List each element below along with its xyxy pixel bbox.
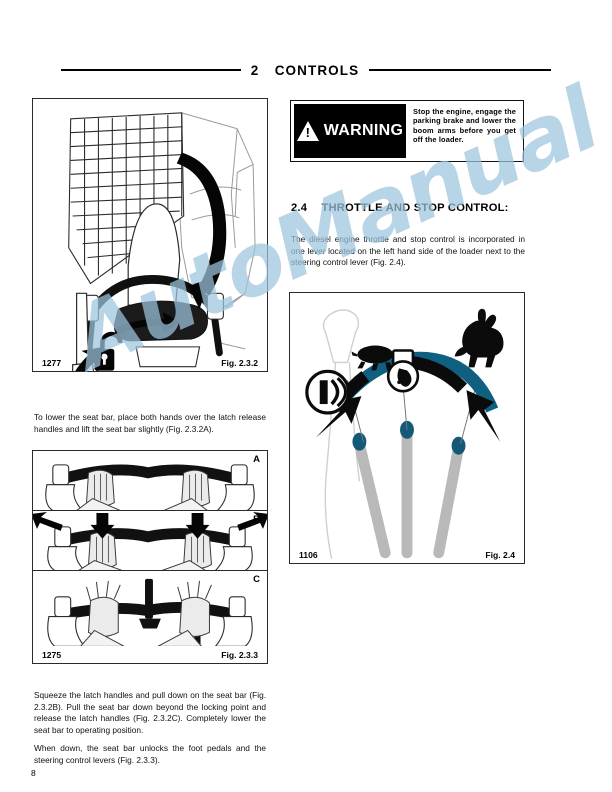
chapter-number: 2 xyxy=(250,62,259,78)
header-rule-left xyxy=(60,69,241,71)
page-number: 8 xyxy=(31,768,36,778)
panel-letter-c: C xyxy=(253,574,260,585)
figure-2-3-3-caption: 1275 Fig. 2.3.3 xyxy=(33,646,267,660)
figure-2-4-caption: 1106 Fig. 2.4 xyxy=(290,546,524,560)
panel-letter-b: B xyxy=(253,514,260,525)
section-2-4-heading: 2.4 THROTTLE AND STOP CONTROL: xyxy=(291,202,527,214)
panel-b-illustration xyxy=(33,511,267,570)
figure-2-3-3-panel-b: B xyxy=(33,511,267,571)
figure-2-3-3-number: 1275 xyxy=(42,650,62,660)
warning-banner: WARNING xyxy=(294,104,406,158)
figure-2-4-number: 1106 xyxy=(299,550,318,560)
paragraph-lower-seat-bar: To lower the seat bar, place both hands … xyxy=(34,412,266,434)
paragraph-squeeze-latch-handles: Squeeze the latch handles and pull down … xyxy=(34,690,266,736)
figure-2-3-2-number: 1277 xyxy=(42,358,62,368)
header-rule-right xyxy=(369,69,552,71)
section-2-4-number: 2.4 xyxy=(291,202,308,214)
warning-message: Stop the engine, engage the parking brak… xyxy=(413,107,516,145)
figure-2-3-2: 1277 Fig. 2.3.2 xyxy=(32,98,268,372)
panel-c-illustration xyxy=(47,578,253,647)
warning-label: WARNING xyxy=(323,122,404,139)
figure-2-4-illustration xyxy=(305,308,504,559)
figure-2-3-2-illustration xyxy=(68,112,256,371)
paragraph-when-down: When down, the seat bar unlocks the foot… xyxy=(34,743,266,765)
figure-2-4-label: Fig. 2.4 xyxy=(485,550,515,560)
figure-2-3-3: A xyxy=(32,450,268,664)
warning-box: WARNING Stop the engine, engage the park… xyxy=(290,100,524,162)
panel-letter-a: A xyxy=(253,454,260,465)
figure-2-3-2-label: Fig. 2.3.2 xyxy=(221,358,258,368)
figure-2-3-2-caption: 1277 Fig. 2.3.2 xyxy=(33,354,267,368)
figure-2-3-3-panel-c: C xyxy=(33,571,267,647)
panel-a-illustration xyxy=(45,464,255,510)
paragraph-throttle-stop-control: The diesel engine throttle and stop cont… xyxy=(291,234,525,268)
figure-2-3-3-panel-a: A xyxy=(33,451,267,511)
figure-2-3-3-label: Fig. 2.3.3 xyxy=(221,650,258,660)
warning-triangle-icon xyxy=(296,121,319,141)
page-header: 2 CONTROLS xyxy=(0,58,612,82)
figure-2-4: 1106 Fig. 2.4 xyxy=(289,292,525,564)
chapter-title: CONTROLS xyxy=(274,62,360,78)
section-2-4-title: THROTTLE AND STOP CONTROL: xyxy=(321,202,509,214)
